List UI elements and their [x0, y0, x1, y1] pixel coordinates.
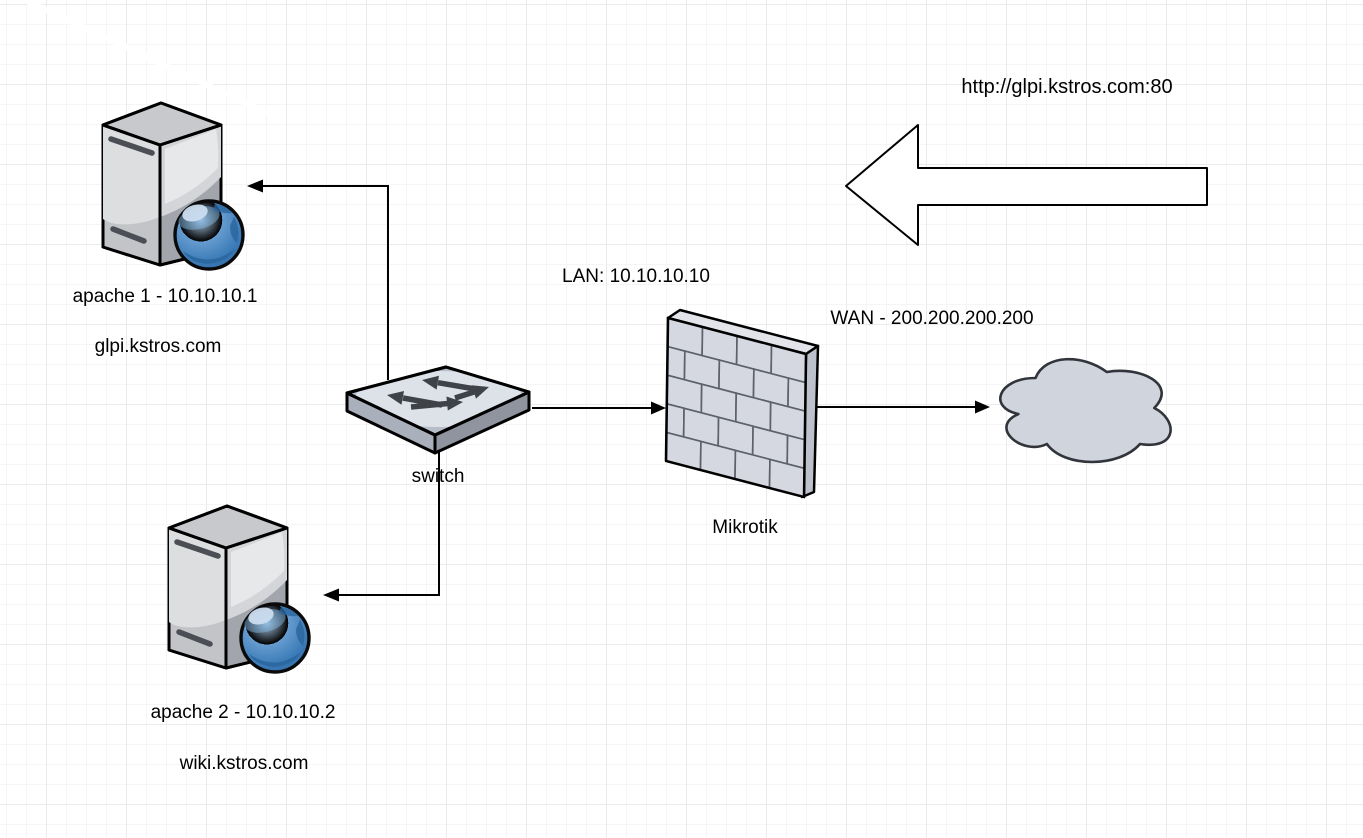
switch-label: switch — [411, 466, 465, 487]
cloud-icon[interactable] — [999, 357, 1172, 464]
lan-ip-label: LAN: 10.10.10.10 — [562, 266, 710, 287]
apache2-hostname-label: wiki.kstros.com — [179, 753, 309, 774]
wan-ip-label: WAN - 200.200.200.200 — [830, 308, 1034, 329]
white-streak-artifact — [17, 0, 268, 115]
firewall-label: Mikrotik — [712, 517, 778, 538]
http-block-arrow[interactable] — [845, 124, 1208, 246]
apache1-name-label: apache 1 - 10.10.10.1 — [72, 286, 258, 307]
connector-switch-to-apache1[interactable] — [247, 179, 389, 381]
switch-arrows-glyph — [387, 375, 489, 411]
connector-firewall-to-cloud[interactable] — [817, 400, 990, 414]
http-annotation-label: http://glpi.kstros.com:80 — [961, 76, 1173, 98]
web-server-icon-apache1[interactable] — [103, 103, 243, 269]
apache2-name-label: apache 2 - 10.10.10.2 — [150, 702, 336, 723]
connector-switch-to-firewall[interactable] — [532, 401, 666, 415]
connector-switch-to-apache2[interactable] — [323, 444, 440, 602]
firewall-brick-wall-icon[interactable] — [649, 308, 824, 501]
network-switch-icon[interactable] — [345, 365, 531, 455]
apache1-hostname-label: glpi.kstros.com — [94, 336, 222, 357]
web-server-icon-apache2[interactable] — [169, 506, 309, 672]
